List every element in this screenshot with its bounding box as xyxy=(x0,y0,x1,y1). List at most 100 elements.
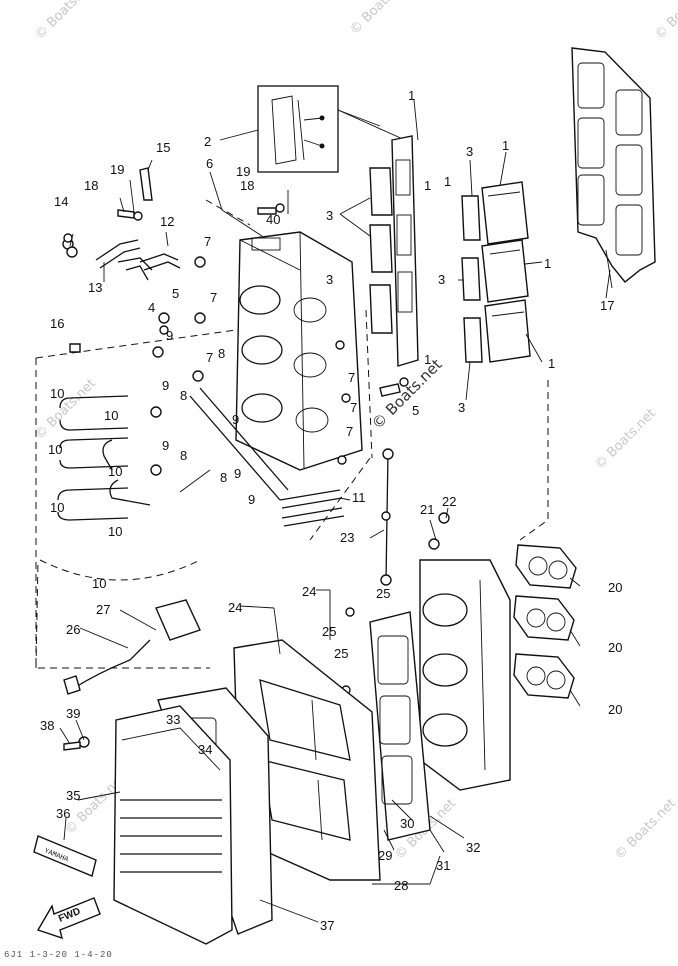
callout-7: 7 xyxy=(348,370,355,385)
callout-29: 29 xyxy=(378,848,392,863)
callout-7: 7 xyxy=(346,424,353,439)
callout-7: 7 xyxy=(204,234,211,249)
callout-1: 1 xyxy=(424,178,431,193)
wire-harness-26 xyxy=(63,599,201,695)
watermark: © Boats.net xyxy=(652,0,678,43)
callout-17: 17 xyxy=(600,298,614,313)
callout-24: 24 xyxy=(228,600,242,615)
callout-10: 10 xyxy=(50,500,64,515)
callout-34: 34 xyxy=(198,742,212,757)
callout-8: 8 xyxy=(218,346,225,361)
gasket-32 xyxy=(369,611,431,841)
center-watermark: © Boats.net xyxy=(368,355,446,433)
callout-6: 6 xyxy=(206,156,213,171)
callout-25: 25 xyxy=(322,624,336,639)
callout-12: 12 xyxy=(160,214,174,229)
silencer-cover-35 xyxy=(113,705,233,945)
callout-14: 14 xyxy=(54,194,68,209)
callout-2: 2 xyxy=(204,134,211,149)
leader-lines xyxy=(59,99,611,923)
callout-1: 1 xyxy=(544,256,551,271)
callout-3: 3 xyxy=(326,208,333,223)
inset-detail-2 xyxy=(257,85,406,173)
callout-7: 7 xyxy=(206,350,213,365)
callout-40: 40 xyxy=(266,212,280,227)
callout-5: 5 xyxy=(172,286,179,301)
watermark: © Boats.net xyxy=(347,0,414,38)
callout-10: 10 xyxy=(108,524,122,539)
callout-31: 31 xyxy=(436,858,450,873)
callout-9: 9 xyxy=(162,438,169,453)
callout-9: 9 xyxy=(232,412,239,427)
watermark: © Boats.net xyxy=(592,406,659,473)
callout-37: 37 xyxy=(320,918,334,933)
callout-7: 7 xyxy=(210,290,217,305)
hoses xyxy=(57,239,181,521)
callout-8: 8 xyxy=(180,388,187,403)
callout-36: 36 xyxy=(56,806,70,821)
callout-20: 20 xyxy=(608,640,622,655)
callout-7: 7 xyxy=(350,400,357,415)
callout-20: 20 xyxy=(608,580,622,595)
footer-code: 6J1 1-3-20 1-4-20 xyxy=(4,950,113,960)
callout-10: 10 xyxy=(48,442,62,457)
callout-27: 27 xyxy=(96,602,110,617)
callout-9: 9 xyxy=(162,378,169,393)
carburetor-body xyxy=(419,559,511,791)
reed-valve-plate-column xyxy=(369,135,419,367)
callout-32: 32 xyxy=(466,840,480,855)
callout-18: 18 xyxy=(240,178,254,193)
callout-26: 26 xyxy=(66,622,80,637)
gaskets-20 xyxy=(513,544,577,699)
callout-8: 8 xyxy=(220,470,227,485)
callout-24: 24 xyxy=(302,584,316,599)
callout-21: 21 xyxy=(420,502,434,517)
callout-10: 10 xyxy=(50,386,64,401)
callout-20: 20 xyxy=(608,702,622,717)
callout-11: 11 xyxy=(352,490,366,505)
watermark: © Boats.net xyxy=(32,376,99,443)
tubes-11 xyxy=(189,387,345,527)
callout-labels: 1 1 1 1 1 1 1 2 3 3 3 3 3 4 5 5 6 7 7 7 … xyxy=(40,88,622,933)
callout-19: 19 xyxy=(236,164,250,179)
callout-18: 18 xyxy=(84,178,98,193)
callout-25: 25 xyxy=(334,646,348,661)
callout-10: 10 xyxy=(92,576,106,591)
callout-10: 10 xyxy=(108,464,122,479)
watermark: © Boats.net xyxy=(32,0,99,43)
dashed-assembly-lines xyxy=(35,199,549,669)
callout-1: 1 xyxy=(424,352,431,367)
callout-39: 39 xyxy=(66,706,80,721)
callout-1: 1 xyxy=(444,174,451,189)
callout-30: 30 xyxy=(400,816,414,831)
callout-9: 9 xyxy=(248,492,255,507)
intake-manifold-6 xyxy=(235,231,363,471)
callout-3: 3 xyxy=(466,144,473,159)
callout-9: 9 xyxy=(234,466,241,481)
callout-9: 9 xyxy=(166,328,173,343)
callout-22: 22 xyxy=(442,494,456,509)
callout-10: 10 xyxy=(104,408,118,423)
callout-28: 28 xyxy=(394,878,408,893)
callout-23: 23 xyxy=(340,530,354,545)
callout-8: 8 xyxy=(180,448,187,463)
callout-38: 38 xyxy=(40,718,54,733)
callout-3: 3 xyxy=(458,400,465,415)
callout-35: 35 xyxy=(66,788,80,803)
callout-25: 25 xyxy=(376,586,390,601)
reed-valve-blocks-right xyxy=(461,181,531,363)
callout-3: 3 xyxy=(326,272,333,287)
fasteners xyxy=(62,167,450,751)
callout-1: 1 xyxy=(408,88,415,103)
fwd-arrow: FWD xyxy=(36,897,101,940)
callout-1: 1 xyxy=(548,356,555,371)
callout-19: 19 xyxy=(110,162,124,177)
callout-1: 1 xyxy=(502,138,509,153)
callout-5: 5 xyxy=(412,403,419,418)
watermark: © Boats.net xyxy=(612,796,678,863)
callout-13: 13 xyxy=(88,280,102,295)
callout-4: 4 xyxy=(148,300,155,315)
sticker-36: YAMAHA xyxy=(33,835,97,877)
callout-33: 33 xyxy=(166,712,180,727)
